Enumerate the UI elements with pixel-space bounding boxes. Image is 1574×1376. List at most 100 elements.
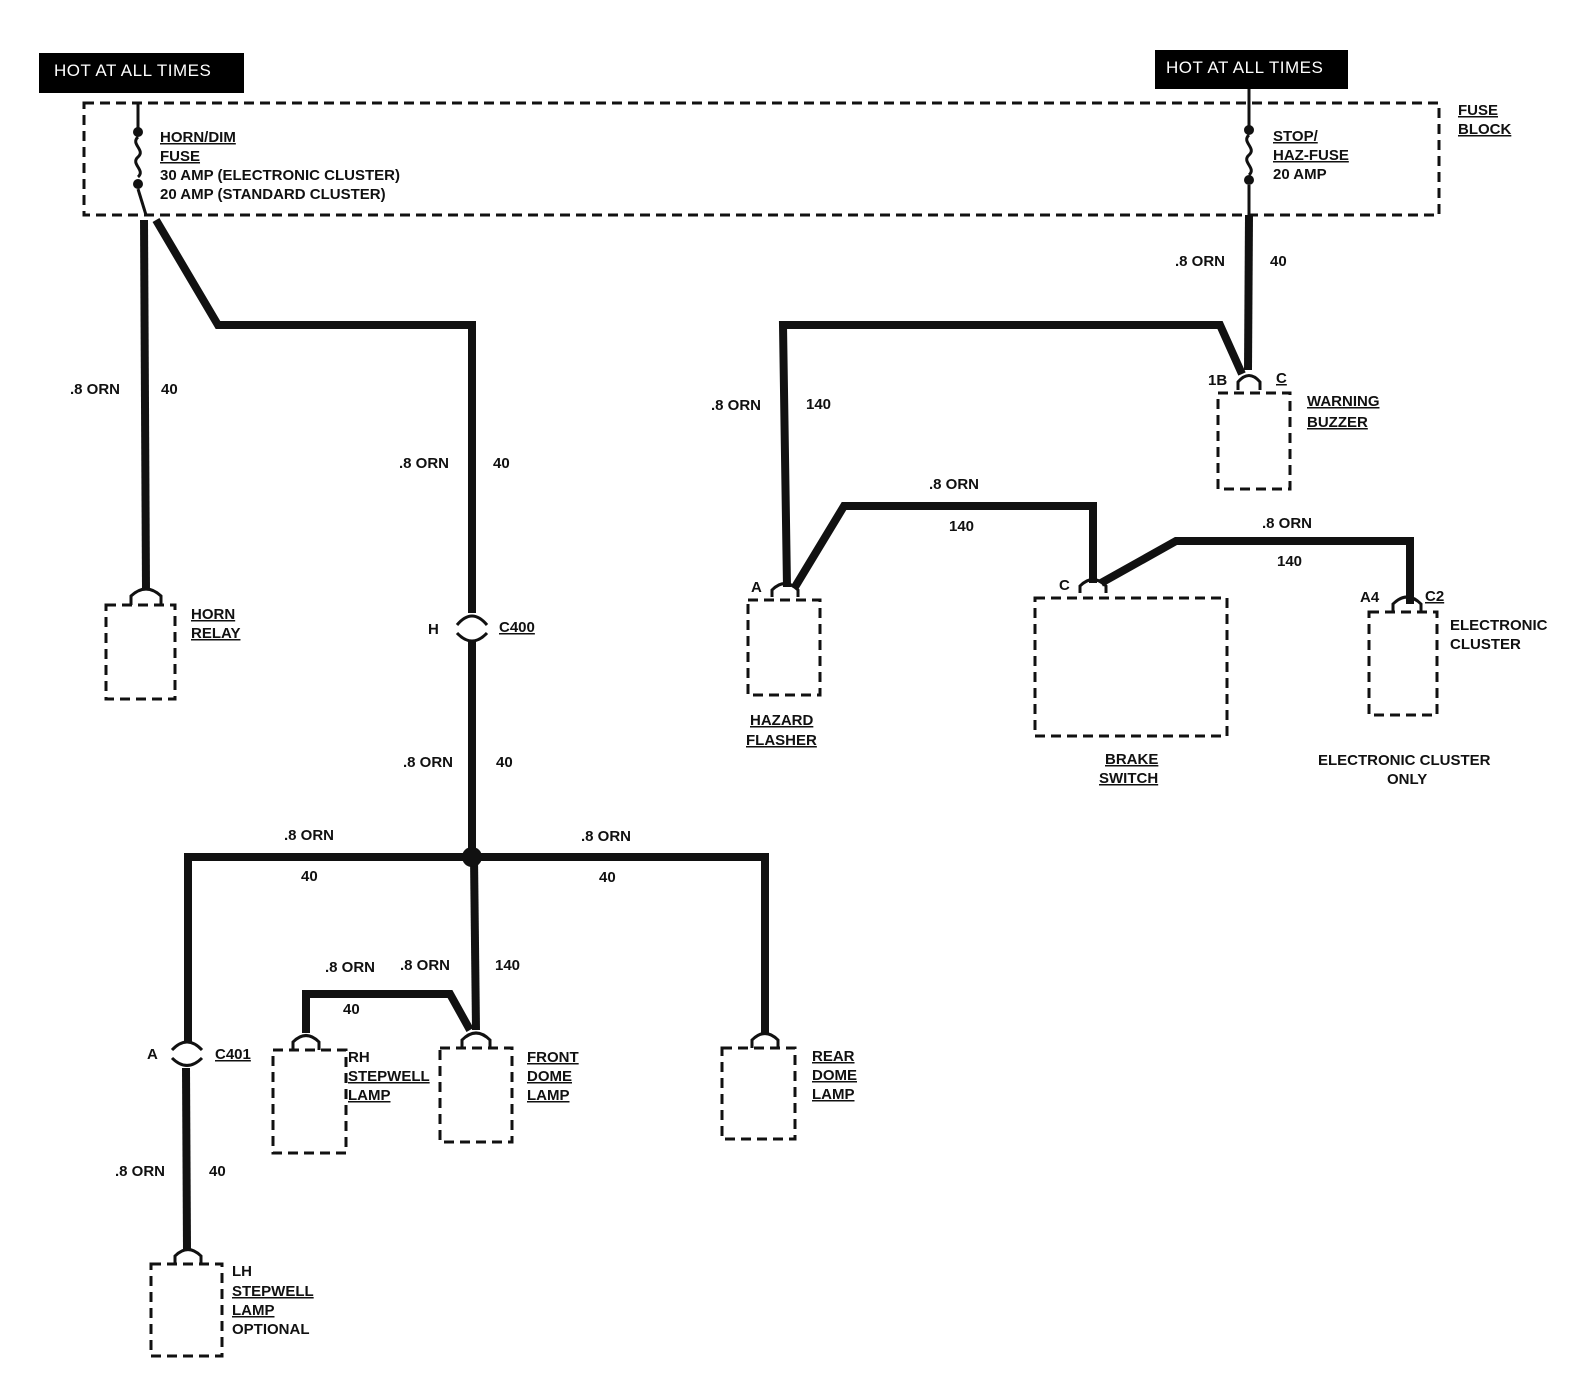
c400-connector-upper [455,614,489,626]
front-dome-label-1: FRONT [527,1049,579,1066]
brake-feed-wire-circuit: 140 [949,518,974,535]
fuse-block [82,101,1441,217]
rh-stepwell-wire-color: .8 ORN [325,959,375,976]
stop-fuse-wire-circuit: 40 [1270,253,1287,270]
lh-stepwell-connector [173,1248,203,1264]
front-dome-connector [460,1031,492,1048]
wire-to-horn-relay [140,219,150,591]
stop-fuse-label-1: STOP/ [1273,128,1319,145]
hazard-flasher-label-2: FLASHER [746,732,817,749]
horn-fuse-label-2: FUSE [160,148,200,165]
horn-relay-label-1: HORN [191,606,235,623]
horn-fuse-icon [134,135,142,179]
cluster-note-1: ELECTRONIC CLUSTER [1318,752,1491,769]
splice-right-wire-color: .8 ORN [581,828,631,845]
c401-pin: A [147,1046,158,1063]
stop-fuse-label-2: HAZ-FUSE [1273,147,1349,164]
brake-switch-label-1: BRAKE [1105,751,1158,768]
c401-connector-upper [170,1040,204,1052]
rh-stepwell-label-2: STEPWELL [348,1068,430,1085]
splice-left-wire-color: .8 ORN [284,827,334,844]
rear-dome-label-1: REAR [812,1048,855,1065]
c400-lower-wire-circuit: 40 [496,754,513,771]
c400-upper-wire-color: .8 ORN [399,455,449,472]
electronic-cluster-label-1: ELECTRONIC [1450,617,1548,634]
rear-dome-connector [750,1032,780,1048]
splice-left-wire-circuit: 40 [301,868,318,885]
wire-flasher-to-brake [791,502,1097,590]
horn-fuse-terminal-top [133,127,143,137]
splice-dot [462,847,482,867]
rh-stepwell-wire-circuit: 40 [343,1001,360,1018]
c400-upper-wire-circuit: 40 [493,455,510,472]
flasher-feed-wire-color: .8 ORN [711,397,761,414]
wire-from-stop-fuse [1244,214,1253,371]
buzzer-connector [1236,374,1262,390]
hot-label-left-box [39,53,244,93]
rear-dome-label-2: DOME [812,1067,857,1084]
flasher-connector [770,582,800,597]
c401-connector-lower [170,1056,204,1067]
front-dome-lamp-box [438,1046,514,1144]
front-dome-wire-circuit: 140 [495,957,520,974]
wire-c401-to-lh-stepwell [182,1067,191,1251]
stop-fuse-terminal-top [1244,125,1254,135]
fuse-block-label-2: BLOCK [1458,121,1511,138]
wire-to-hazard-flasher [778,321,1246,588]
warning-buzzer-label-1: WARNING [1307,393,1380,410]
rh-stepwell-label-3: LAMP [348,1087,391,1104]
c400-connector-lower [455,631,489,643]
cluster-feed-wire-color: .8 ORN [1262,515,1312,532]
rh-stepwell-label-1: RH [348,1049,370,1066]
flasher-feed-wire-circuit: 140 [806,396,831,413]
front-dome-label-2: DOME [527,1068,572,1085]
rh-stepwell-connector [291,1034,321,1050]
wire-splice-down [470,856,480,1031]
front-dome-label-3: LAMP [527,1087,570,1104]
lh-stepwell-label-3: LAMP [232,1302,275,1319]
cluster-pin-a4: A4 [1360,589,1380,606]
brake-feed-wire-color: .8 ORN [929,476,979,493]
stop-fuse-label-3: 20 AMP [1273,166,1327,183]
wire-to-c400 [152,217,476,613]
stop-fuse-wire-color: .8 ORN [1175,253,1225,270]
rh-stepwell-lamp-box [271,1048,348,1155]
brake-switch-label-2: SWITCH [1099,770,1158,787]
brake-switch-box [1033,596,1229,738]
horn-wire-circuit: 40 [161,381,178,398]
stop-fuse-terminal-bottom [1244,175,1254,185]
hot-label-left: HOT AT ALL TIMES [54,61,211,80]
horn-fuse-lead-bottom [136,188,148,216]
c401-name: C401 [215,1046,251,1063]
wire-splice-right [472,853,769,1033]
horn-relay-box [104,603,177,701]
c400-name: C400 [499,619,535,636]
wire-to-rh-stepwell [302,990,474,1033]
buzzer-pin-c: C [1276,370,1287,387]
lh-stepwell-label-4: OPTIONAL [232,1321,310,1338]
horn-wire-color: .8 ORN [70,381,120,398]
horn-fuse-label-3: 30 AMP (ELECTRONIC CLUSTER) [160,167,400,184]
cluster-note-2: ONLY [1387,771,1427,788]
horn-fuse-terminal-bottom [133,179,143,189]
horn-relay-connector [129,587,163,605]
cluster-connector [1391,595,1423,612]
hot-label-right: HOT AT ALL TIMES [1166,58,1323,77]
brake-switch-pin: C [1059,577,1070,594]
hazard-flasher-pin: A [751,579,762,596]
wire-splice-left [184,853,472,1043]
lh-stepwell-label-1: LH [232,1263,252,1280]
c400-pin: H [428,621,439,638]
fuse-block-label-1: FUSE [1458,102,1498,119]
buzzer-pin-1b: 1B [1208,372,1227,389]
electronic-cluster-box [1367,610,1439,717]
horn-fuse-label-4: 20 AMP (STANDARD CLUSTER) [160,186,386,203]
wire-brake-to-cluster [1099,537,1414,604]
horn-relay-label-2: RELAY [191,625,240,642]
cluster-feed-wire-circuit: 140 [1277,553,1302,570]
horn-fuse-label-1: HORN/DIM [160,129,236,146]
warning-buzzer-box [1216,391,1292,491]
c400-lower-wire-color: .8 ORN [403,754,453,771]
electronic-cluster-label-2: CLUSTER [1450,636,1521,653]
